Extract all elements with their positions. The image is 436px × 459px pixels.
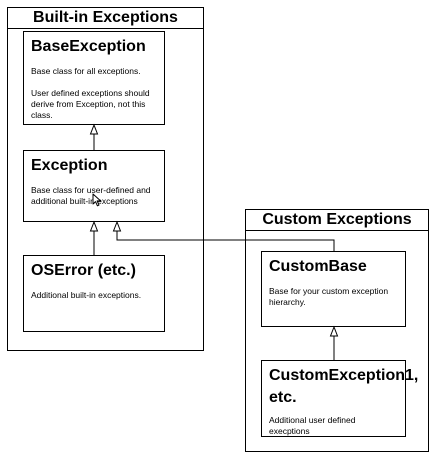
exception-class[interactable]: Exception Base class for user-defined an…	[23, 150, 165, 222]
custom-exception1-description: Additional user defined execptions	[269, 415, 356, 436]
custom-exception1-class[interactable]: CustomException1, etc. Additional user d…	[261, 360, 419, 437]
oserror-name: OSError (etc.)	[31, 262, 136, 279]
custom-exception1-name: CustomException1, etc.	[269, 367, 419, 406]
custom-base-class[interactable]: CustomBase Base for your custom exceptio…	[261, 251, 406, 327]
base-exception-description: Base class for all exceptions. User defi…	[31, 66, 150, 120]
custom-base-name: CustomBase	[269, 258, 367, 275]
exception-description: Base class for user-defined and addition…	[31, 185, 151, 206]
mouse-pointer-icon	[92, 193, 102, 207]
custom-exceptions-title: Custom Exceptions	[246, 210, 428, 231]
base-exception-name: BaseException	[31, 38, 146, 55]
exception-name: Exception	[31, 157, 108, 174]
builtin-exceptions-title: Built-in Exceptions	[8, 8, 203, 29]
custom-base-description: Base for your custom exception hierarchy…	[269, 286, 389, 307]
oserror-description: Additional built-in exceptions.	[31, 290, 142, 300]
oserror-class[interactable]: OSError (etc.) Additional built-in excep…	[23, 255, 165, 332]
base-exception-class[interactable]: BaseException Base class for all excepti…	[23, 31, 165, 125]
